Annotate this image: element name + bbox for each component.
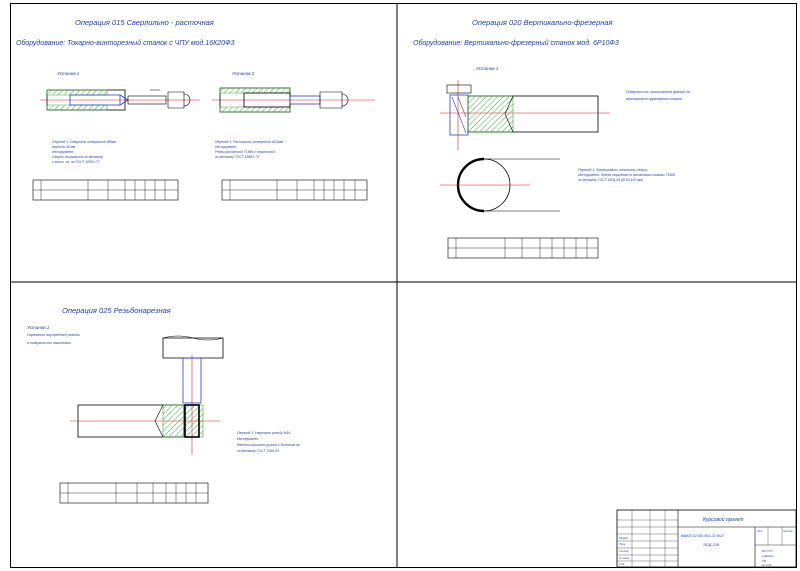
svg-text:по металлу ГОСТ 9304-69 (Ø 63-: по металлу ГОСТ 9304-69 (Ø 63-100 мм) bbox=[578, 178, 643, 182]
svg-text:ВСГУТУ: ВСГУТУ bbox=[762, 549, 774, 553]
op015-note2: Переход 1: Расточить отверстие Ø16мм Инс… bbox=[215, 140, 284, 159]
op015-table1 bbox=[32, 179, 179, 201]
svg-text:Разраб.: Разраб. bbox=[619, 536, 629, 540]
svg-text:в поверхности заготовки: в поверхности заготовки bbox=[27, 341, 71, 345]
svg-text:Н.контр.: Н.контр. bbox=[619, 556, 630, 560]
op020-title: Операция 020 Вертикально-фрезерная bbox=[472, 18, 613, 27]
op020-side-note: Поверхность изготовлена фрезой на вертик… bbox=[626, 90, 690, 101]
op025-title: Операция 025 Резьбонарезная bbox=[62, 306, 171, 315]
stamp-doc-code: ВАКЛ.02.06.051.22.002 bbox=[681, 533, 724, 538]
svg-text:по металлу ГОСТ 18882-73: по металлу ГОСТ 18882-73 bbox=[215, 155, 259, 159]
stamp-sheet-label: Лит. bbox=[756, 529, 763, 533]
svg-text:Поверхность изготовлена фрезой: Поверхность изготовлена фрезой на bbox=[626, 90, 690, 94]
op025-setup-label: Установ 1 bbox=[27, 325, 50, 330]
op025-panel: Операция 025 Резьбонарезная Установ 1 На… bbox=[27, 306, 300, 504]
svg-text:Переход 1: Расточить отверстие: Переход 1: Расточить отверстие Ø16мм bbox=[215, 140, 284, 144]
svg-text:Пров.: Пров. bbox=[619, 542, 626, 546]
stamp-group: ЭСД-236 bbox=[703, 542, 720, 547]
op020-table bbox=[447, 237, 599, 259]
op025-note: Переход 1: Нарезать резьбу М16 Инструмен… bbox=[237, 431, 300, 453]
svg-text:Нарезание внутренней резьбы: Нарезание внутренней резьбы bbox=[27, 333, 80, 337]
op020-equipment: Оборудование: Вертикально-фрезерный стан… bbox=[413, 39, 619, 47]
op025-side-note: Нарезание внутренней резьбы в поверхност… bbox=[27, 333, 80, 345]
svg-text:Переход 1: Нарезать резьбу М16: Переход 1: Нарезать резьбу М16 bbox=[237, 431, 290, 435]
op020-setup-label: Установ 1 bbox=[476, 66, 499, 71]
svg-text:гр.2-22: гр.2-22 bbox=[762, 563, 772, 567]
op020-note: Переход 1: Фрезеровать плоскость сверху … bbox=[578, 168, 675, 182]
svg-text:Инструмент:: Инструмент: bbox=[237, 437, 259, 441]
svg-text:вертикально-фрезерном станке: вертикально-фрезерном станке bbox=[626, 97, 682, 101]
op015-setup2-label: Установ 2 bbox=[232, 71, 255, 76]
svg-text:Резец расточной Т15К6 с пласти: Резец расточной Т15К6 с пластиной bbox=[215, 150, 275, 154]
op015-setup2-drawing bbox=[212, 87, 375, 113]
svg-text:Переход 1: Сверлить отверстие: Переход 1: Сверлить отверстие Ø8мм bbox=[52, 140, 117, 144]
op015-panel: Операция 015 Сверлильно - расточная Обор… bbox=[16, 18, 375, 201]
stamp-sheets: Листов bbox=[782, 529, 793, 533]
svg-text:Инструмент: Фреза торцевая со: Инструмент: Фреза торцевая со вставными … bbox=[578, 173, 675, 177]
svg-text:глубина 38 мм: глубина 38 мм bbox=[52, 145, 76, 149]
op025-drawing bbox=[70, 335, 224, 455]
svg-text:Т.контр.: Т.контр. bbox=[619, 549, 630, 553]
svg-text:Утв.: Утв. bbox=[619, 562, 625, 566]
op025-table bbox=[59, 482, 209, 504]
op015-setup1-label: Установ 1 bbox=[57, 71, 80, 76]
svg-text:Метчик машинно-ручной с длинны: Метчик машинно-ручной с длинным хв. bbox=[237, 443, 300, 447]
svg-text:ТМ: ТМ bbox=[762, 559, 767, 563]
svg-text:Переход 1: Фрезеровать плоскос: Переход 1: Фрезеровать плоскость сверху bbox=[578, 168, 648, 172]
title-block: Курсовой проект ВАКЛ.02.06.051.22.002 ЭС… bbox=[616, 509, 797, 568]
op020-panel: Операция 020 Вертикально-фрезерная Обору… bbox=[413, 18, 690, 259]
svg-text:Инструмент:: Инструмент: bbox=[52, 150, 74, 154]
op015-title: Операция 015 Сверлильно - расточная bbox=[75, 18, 214, 27]
sheet-frame bbox=[10, 3, 797, 568]
svg-text:кафедра: кафедра bbox=[762, 554, 774, 558]
stamp-project: Курсовой проект bbox=[703, 516, 744, 523]
op015-note1: Переход 1: Сверлить отверстие Ø8мм глуби… bbox=[52, 140, 117, 164]
svg-text:Инструмент:: Инструмент: bbox=[215, 145, 237, 149]
op015-equipment: Оборудование: Токарно-винторезный станок… bbox=[16, 39, 235, 47]
svg-text:по металлу ГОСТ 3266-81: по металлу ГОСТ 3266-81 bbox=[237, 449, 279, 453]
svg-text:с конич. хв. по ГОСТ 10903-77: с конич. хв. по ГОСТ 10903-77 bbox=[52, 160, 100, 164]
op020-drawing bbox=[440, 80, 610, 213]
op015-setup1-drawing bbox=[40, 89, 200, 111]
op015-table2 bbox=[221, 179, 368, 201]
svg-text:Сверло спиральное по металлу: Сверло спиральное по металлу bbox=[52, 155, 103, 159]
